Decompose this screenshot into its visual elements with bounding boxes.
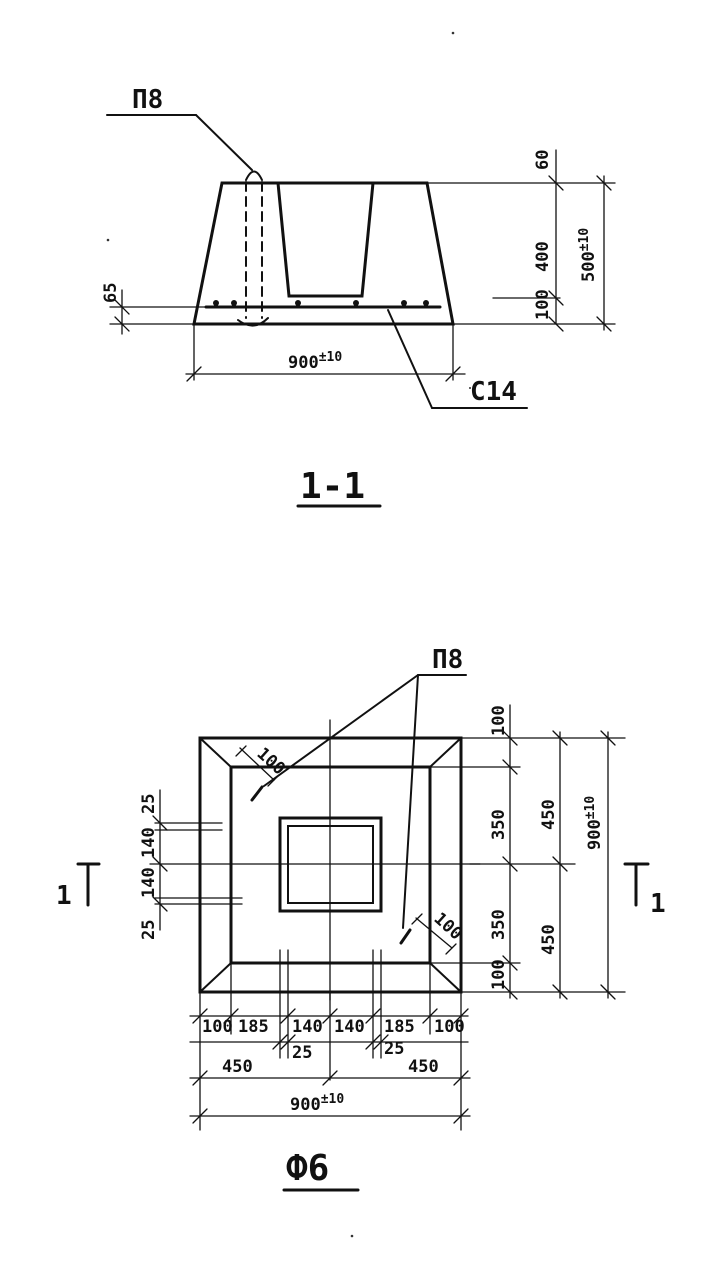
plan-dim-b-140-l: 140 (292, 1017, 323, 1037)
plan-title: Ф6 (286, 1148, 329, 1189)
plan-dim-right-350-bot: 350 (489, 909, 509, 940)
plan-cut-label-left: 1 (56, 881, 72, 911)
plan-dim-left-25-top: 25 (139, 794, 159, 814)
plan-dim-left-140-top: 140 (139, 827, 159, 858)
plan-dim-right-350-top: 350 (489, 809, 509, 840)
plan-dim-right-450-top: 450 (539, 799, 559, 830)
section-dim-top: 60 (533, 150, 553, 170)
section-dim-width: 900±10 (288, 350, 342, 373)
plan-dim-right-100-bot: 100 (489, 959, 509, 990)
section-1-1: П8 С14 60 400 100 500±10 65 (101, 85, 616, 508)
section-dim-cover: 65 (101, 283, 121, 303)
plan-dim-right-450-bot: 450 (539, 924, 559, 955)
plan-dim-b-total: 900±10 (290, 1092, 344, 1115)
plan-dim-b-450-r: 450 (408, 1057, 439, 1077)
plan-dim-b-140-r: 140 (334, 1017, 365, 1037)
rebar-dots (213, 300, 429, 306)
scan-specks (106, 31, 471, 1238)
section-dim-mid: 400 (533, 241, 553, 272)
plan-dim-b-100-l: 100 (202, 1017, 233, 1037)
plan-dim-b-100-r: 100 (434, 1017, 465, 1037)
plan-dim-b-25-l: 25 (292, 1043, 312, 1063)
plan-loop-offset-a: 100 (253, 744, 289, 779)
plan-dim-left-25-bot: 25 (139, 920, 159, 940)
plan-dim-left-140-bot: 140 (139, 867, 159, 898)
section-dim-height: 500±10 (577, 228, 599, 282)
plan-dim-b-185-r: 185 (384, 1017, 415, 1037)
section-title: 1-1 (300, 466, 365, 507)
plan-dim-right-total: 900±10 (583, 796, 605, 850)
plan-cut-label-right: 1 (650, 889, 666, 919)
section-lifting-loop (245, 170, 263, 181)
plan-f6: 100 100 П8 25 140 140 25 1 1 (56, 645, 666, 1192)
section-rebar-mark: С14 (470, 377, 517, 407)
plan-dim-b-450-l: 450 (222, 1057, 253, 1077)
plan-dim-b-25-r: 25 (384, 1039, 404, 1059)
section-loop-mark: П8 (132, 85, 163, 115)
plan-loop-mark: П8 (432, 645, 463, 675)
plan-dim-b-185-l: 185 (238, 1017, 269, 1037)
plan-dim-right-100-top: 100 (489, 705, 509, 736)
section-dim-bottom: 100 (533, 289, 553, 320)
section-socket (276, 181, 375, 298)
